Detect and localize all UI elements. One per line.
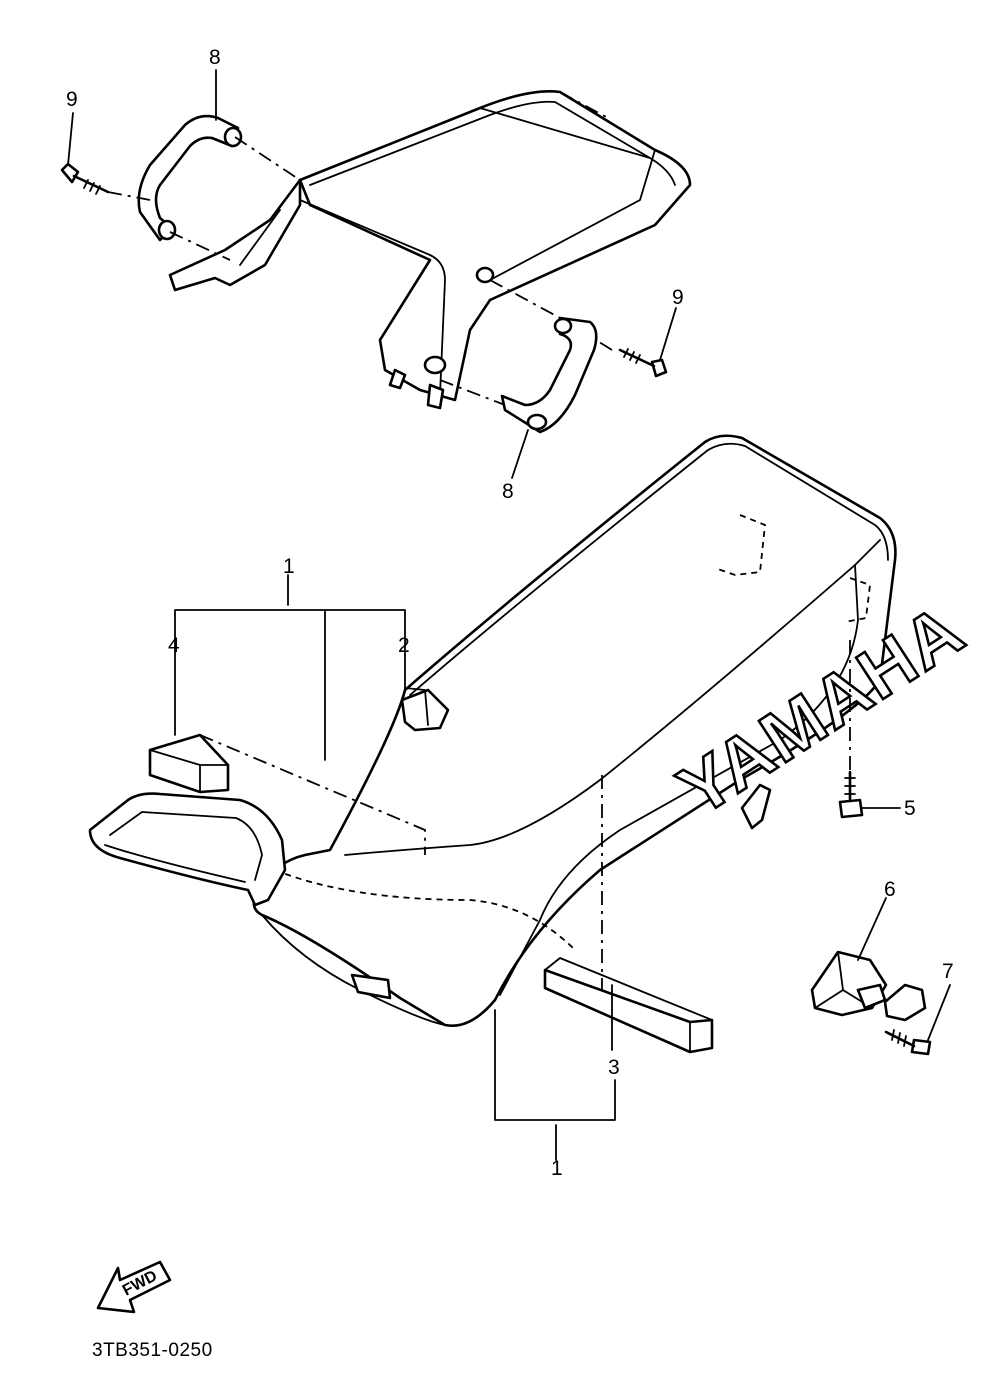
leader-line xyxy=(927,984,951,1041)
callout-8-lower: 8 xyxy=(502,480,514,503)
callout-6: 6 xyxy=(884,878,896,901)
assembly-line xyxy=(559,91,609,119)
assembly-line xyxy=(489,279,561,319)
callout-8-upper: 8 xyxy=(209,46,221,69)
assembly-line xyxy=(439,379,506,406)
callout-bracket-top xyxy=(174,574,406,761)
assembly-line xyxy=(107,191,151,201)
seat-front-rail xyxy=(88,792,287,907)
bolt-left xyxy=(60,162,110,195)
callout-1-top: 1 xyxy=(283,555,295,578)
assembly-line xyxy=(199,734,426,855)
seat-bracket xyxy=(400,687,450,732)
callout-5: 5 xyxy=(904,797,916,820)
assembly-line xyxy=(234,136,301,181)
forward-arrow-icon: FWD xyxy=(96,1260,172,1314)
main-seat xyxy=(252,434,897,1028)
callout-7: 7 xyxy=(942,960,954,983)
foam-pad xyxy=(148,733,230,794)
bolt-right xyxy=(618,348,668,378)
leader-line xyxy=(659,307,677,361)
callout-2: 2 xyxy=(398,634,410,657)
lock-screw xyxy=(884,1029,932,1056)
cowl-mount-hole xyxy=(423,355,447,375)
leader-line xyxy=(511,429,529,479)
callout-4: 4 xyxy=(168,634,180,657)
callout-9-left: 9 xyxy=(66,88,78,111)
grab-bar-lower xyxy=(500,316,598,434)
diagram-code: 3TB351-0250 xyxy=(92,1340,213,1361)
leader-line xyxy=(857,897,887,961)
callout-bracket-bottom xyxy=(494,1009,616,1161)
callout-1-bottom: 1 xyxy=(551,1157,563,1180)
seat-screw xyxy=(838,770,864,819)
rear-seat-cowl xyxy=(168,90,692,410)
seat-lock xyxy=(810,950,927,1022)
assembly-line xyxy=(169,231,231,261)
assembly-line xyxy=(595,339,613,351)
callout-9-right: 9 xyxy=(672,286,684,309)
leader-line xyxy=(67,112,74,166)
foam-strip xyxy=(543,957,714,1054)
callout-3: 3 xyxy=(608,1056,620,1079)
grab-bar-upper xyxy=(137,114,243,242)
cowl-mount-hole xyxy=(475,266,495,284)
